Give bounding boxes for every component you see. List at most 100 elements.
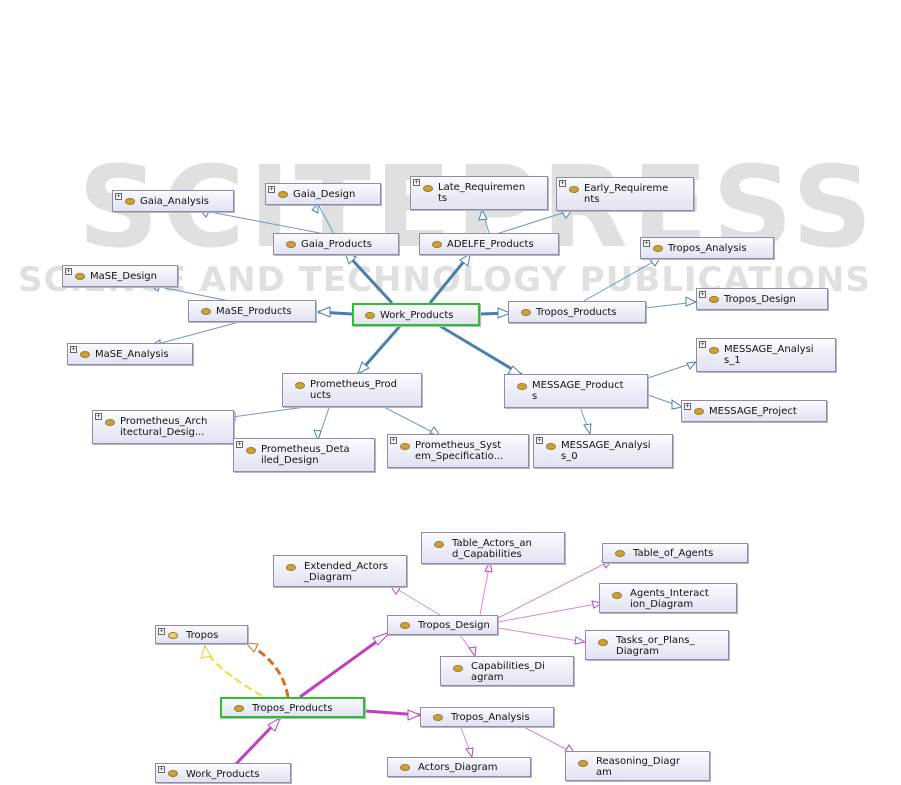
node-label: Late_Requiremen ts (438, 182, 526, 204)
class-icon (400, 764, 410, 771)
node-work-products-bottom[interactable]: + Work_Products (155, 763, 291, 783)
node-label: MaSE_Design (90, 271, 157, 282)
node-tropos-analysis-bottom[interactable]: Tropos_Analysis (420, 707, 554, 727)
class-icon (400, 443, 410, 450)
node-tropos-design-top[interactable]: + Tropos_Design (696, 288, 828, 310)
node-actors-diagram[interactable]: Actors_Diagram (387, 757, 531, 777)
node-agents-interaction-diagram[interactable]: Agents_Interact ion_Diagram (599, 583, 737, 613)
expand-icon[interactable]: + (413, 178, 420, 186)
node-tropos-products-bottom[interactable]: Tropos_Products (220, 697, 365, 718)
node-extended-actors-diagram[interactable]: Extended_Actors _Diagram (273, 555, 407, 587)
node-work-products-top[interactable]: Work_Products (352, 303, 480, 326)
node-label: Table_of_Agents (633, 548, 714, 559)
class-icon (612, 592, 622, 599)
node-gaia-products[interactable]: Gaia_Products (273, 233, 399, 255)
expand-icon[interactable]: + (65, 267, 72, 275)
node-early-requirements[interactable]: + Early_Requireme nts (556, 177, 694, 211)
node-label: Capabilities_Di agram (471, 661, 545, 683)
expand-icon[interactable]: + (536, 436, 543, 444)
node-label: Tropos_Design (724, 294, 796, 305)
class-icon (517, 383, 527, 390)
node-gaia-analysis[interactable]: + Gaia_Analysis (112, 190, 234, 212)
class-icon (434, 541, 444, 548)
class-icon (423, 185, 433, 192)
node-prometheus-architectural[interactable]: + Prometheus_Arch itectural_Desig... (92, 410, 234, 444)
expand-icon[interactable]: + (699, 340, 706, 348)
class-icon (653, 245, 663, 252)
expand-icon[interactable]: + (684, 402, 691, 410)
node-label: MESSAGE_Product s (532, 380, 624, 402)
expand-icon[interactable]: + (390, 436, 397, 444)
node-message-project[interactable]: + MESSAGE_Project (681, 400, 827, 422)
class-icon (278, 191, 288, 198)
node-label: Tropos_Products (536, 307, 617, 318)
node-table-of-agents[interactable]: Table_of_Agents (602, 543, 748, 563)
class-icon (75, 273, 85, 280)
expand-icon[interactable]: + (268, 185, 275, 193)
class-icon (598, 639, 608, 646)
node-tropos-analysis-top[interactable]: + Tropos_Analysis (640, 237, 774, 259)
node-label: Work_Products (186, 769, 260, 780)
node-label: Reasoning_Diagr am (596, 756, 680, 778)
node-label: MESSAGE_Project (709, 406, 797, 417)
node-label: Gaia_Analysis (140, 196, 209, 207)
expand-icon[interactable]: + (158, 765, 165, 773)
node-label: Early_Requireme nts (584, 183, 669, 205)
class-icon (365, 312, 375, 319)
node-prometheus-products[interactable]: Prometheus_Prod ucts (282, 373, 422, 407)
node-label: Work_Products (380, 310, 454, 321)
class-icon (80, 351, 90, 358)
expand-icon[interactable]: + (559, 179, 566, 187)
node-prometheus-detailed[interactable]: + Prometheus_Deta iled_Design (233, 438, 375, 472)
node-message-analysis-0[interactable]: + MESSAGE_Analysi s_0 (533, 434, 673, 468)
node-mase-analysis[interactable]: + MaSE_Analysis (67, 343, 193, 365)
class-icon (105, 419, 115, 426)
class-icon (246, 447, 256, 454)
node-mase-design[interactable]: + MaSE_Design (62, 265, 178, 287)
node-tasks-or-plans-diagram[interactable]: Tasks_or_Plans_ Diagram (585, 630, 729, 660)
expand-icon[interactable]: + (95, 412, 102, 420)
class-icon (546, 443, 556, 450)
node-label: Gaia_Design (293, 189, 356, 200)
node-capabilities-diagram[interactable]: Capabilities_Di agram (440, 656, 574, 686)
node-late-requirements[interactable]: + Late_Requiremen ts (410, 176, 548, 210)
class-icon (234, 705, 244, 712)
node-label: Tasks_or_Plans_ Diagram (616, 635, 695, 657)
node-tropos[interactable]: + Tropos (155, 625, 248, 644)
node-adelfe-products[interactable]: ADELFE_Products (419, 233, 559, 255)
yellow-arc (204, 645, 263, 697)
expand-icon[interactable]: + (70, 345, 77, 353)
node-label: Table_Actors_an d_Capabilities (452, 538, 532, 560)
node-label: Tropos_Analysis (668, 243, 747, 254)
node-message-analysis-1[interactable]: + MESSAGE_Analysi s_1 (696, 338, 836, 372)
class-icon (709, 296, 719, 303)
orange-arrowhead (244, 642, 259, 653)
class-icon (168, 770, 178, 777)
expand-icon[interactable]: + (158, 627, 165, 635)
node-gaia-design[interactable]: + Gaia_Design (265, 183, 381, 205)
node-label: MaSE_Analysis (95, 349, 169, 360)
node-label: Prometheus_Prod ucts (310, 379, 397, 401)
node-tropos-design-bottom[interactable]: Tropos_Design (387, 615, 498, 635)
class-icon (201, 308, 211, 315)
expand-icon[interactable]: + (236, 440, 243, 448)
expand-icon[interactable]: + (115, 192, 122, 200)
node-tropos-products-top[interactable]: Tropos_Products (508, 301, 646, 323)
node-table-actors-capabilities[interactable]: Table_Actors_an d_Capabilities (421, 532, 565, 564)
class-icon (453, 665, 463, 672)
node-prometheus-system[interactable]: + Prometheus_Syst em_Specificatio... (387, 434, 529, 468)
node-label: MESSAGE_Analysi s_1 (724, 344, 814, 366)
node-label: Gaia_Products (301, 239, 372, 250)
expand-icon[interactable]: + (643, 239, 650, 247)
node-label: Prometheus_Arch itectural_Desig... (120, 416, 208, 438)
node-mase-products[interactable]: MaSE_Products (188, 300, 316, 322)
class-icon (400, 622, 410, 629)
node-label: MaSE_Products (216, 306, 292, 317)
class-icon (578, 760, 588, 767)
node-reasoning-diagram[interactable]: Reasoning_Diagr am (565, 751, 710, 781)
class-icon (569, 186, 579, 193)
bottom-arrowheads (267, 559, 614, 759)
class-icon (286, 564, 296, 571)
expand-icon[interactable]: + (699, 290, 706, 298)
node-message-products[interactable]: MESSAGE_Product s (504, 374, 648, 408)
